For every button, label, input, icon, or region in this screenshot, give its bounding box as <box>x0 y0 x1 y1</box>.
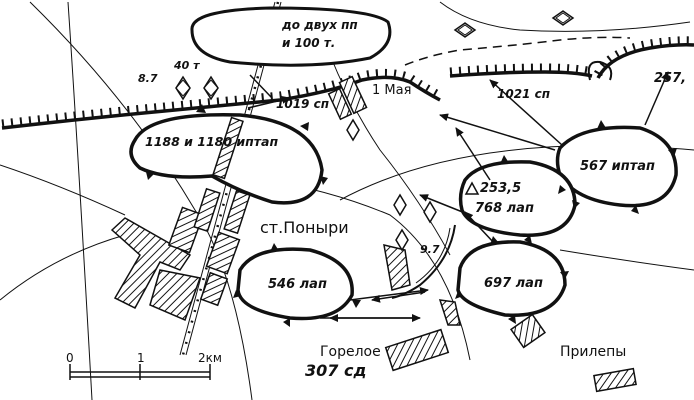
defense-rings <box>129 112 678 321</box>
scale-tick-2: 2км <box>198 351 222 365</box>
height-triangle-icon <box>464 181 480 195</box>
label-height: 253,5 <box>480 181 521 196</box>
ring-768 <box>458 160 577 237</box>
tank-group-label-line1: до двух пп <box>281 18 358 32</box>
road-west-branch <box>0 164 126 216</box>
tank-group-label-line2: и 100 т. <box>282 36 335 50</box>
attack-arrows <box>247 71 669 322</box>
station-block-west <box>110 217 192 309</box>
settlements <box>110 75 637 393</box>
label-1019: 1019 сп <box>276 97 329 111</box>
diamond-markers <box>175 10 575 252</box>
label-97: 9.7 <box>420 243 440 256</box>
scale-bar: 0 1 2км <box>66 351 222 380</box>
creek-inner <box>415 227 451 284</box>
station-block-sw <box>149 269 201 322</box>
road-west-low <box>0 234 126 301</box>
road-ne <box>439 1 691 32</box>
label-station: ст.Поныри <box>260 218 349 237</box>
road-west-vertical <box>67 1 93 400</box>
label-546: 546 лап <box>268 277 327 292</box>
ring-546 <box>236 247 354 321</box>
label-257: 257, <box>654 71 686 86</box>
label-prilepy: Прилепы <box>560 344 626 360</box>
label-may1: 1 Мая <box>372 83 411 98</box>
label-697: 697 лап <box>484 276 543 291</box>
label-567: 567 иптап <box>580 159 655 174</box>
label-307: 307 сд <box>305 361 366 380</box>
label-768: 768 лап <box>475 201 534 216</box>
label-1188-1180: 1188 и 1180 иптап <box>145 134 278 149</box>
scale-tick-1: 1 <box>137 351 145 365</box>
road-nw-curve <box>29 1 253 400</box>
scale-tick-0: 0 <box>66 351 74 365</box>
ring-ticks <box>146 104 677 327</box>
tank-group-oval: до двух пп и 100 т. <box>190 6 392 67</box>
label-1021: 1021 сп <box>497 87 550 101</box>
label-40t: 40 т <box>173 59 200 72</box>
creek <box>391 224 456 299</box>
label-gorelo: Горелое <box>320 344 381 360</box>
label-87: 8.7 <box>138 72 158 85</box>
road-south-east <box>559 249 694 271</box>
labels: 1188 и 1180 иптап 1019 сп 1021 сп 257, 5… <box>138 59 686 380</box>
